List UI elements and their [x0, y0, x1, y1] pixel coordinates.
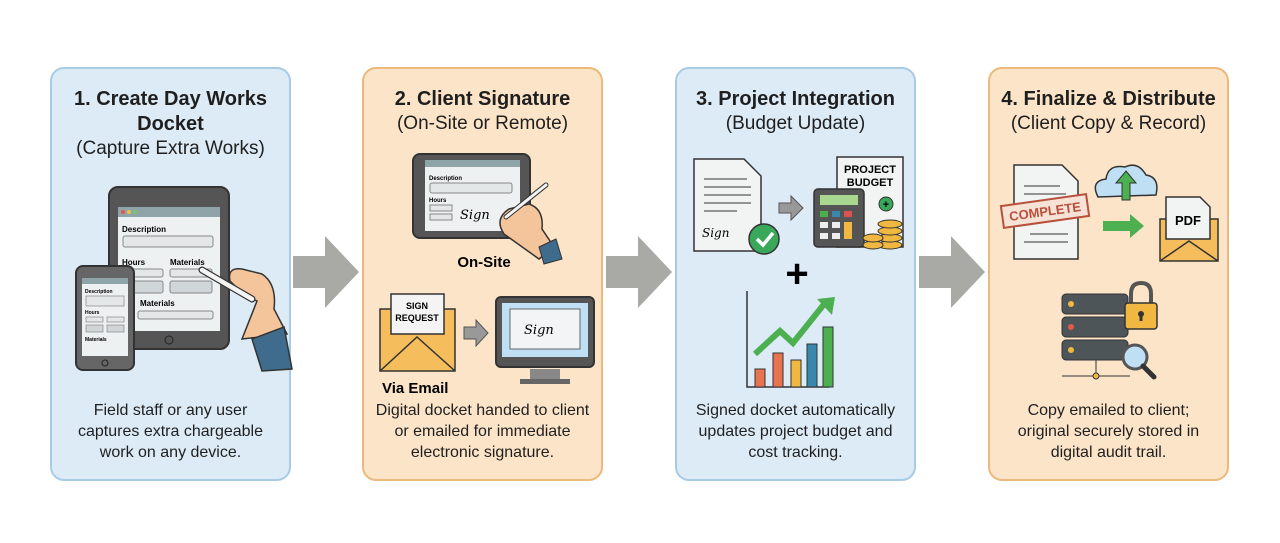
svg-text:Sign: Sign [524, 323, 554, 338]
svg-text:Description: Description [122, 225, 166, 234]
flow-arrow-1 [293, 236, 359, 308]
svg-text:PDF: PDF [1175, 213, 1201, 228]
step-3-card: 3. Project Integration (Budget Update) S… [675, 67, 916, 481]
budget-integration-illustration: Sign PROJECT BUDGET + + [693, 156, 904, 388]
svg-text:Description: Description [85, 289, 113, 295]
svg-text:Materials: Materials [85, 337, 107, 343]
svg-text:SIGN: SIGN [406, 301, 428, 311]
svg-text:REQUEST: REQUEST [395, 313, 439, 323]
signature-illustration: Description Hours Sign On-Site SIGN REQU… [379, 153, 595, 397]
step-4-title: 4. Finalize & Distribute [1001, 88, 1216, 110]
step-3-subtitle: (Budget Update) [725, 113, 866, 134]
step-4-card: 4. Finalize & Distribute (Client Copy & … [988, 67, 1229, 481]
svg-text:Materials: Materials [140, 299, 175, 308]
step-4-subtitle: (Client Copy & Record) [1010, 113, 1207, 134]
svg-text:Materials: Materials [170, 258, 205, 267]
devices-form-illustration: Description Hours Materials Materials De… [75, 186, 293, 372]
svg-text:Hours: Hours [429, 198, 447, 204]
svg-text:Hours: Hours [85, 310, 100, 316]
svg-text:Sign: Sign [460, 208, 490, 223]
svg-text:+: + [785, 252, 808, 296]
svg-text:PROJECT: PROJECT [844, 164, 896, 176]
svg-text:Description: Description [429, 176, 462, 182]
svg-text:On-Site: On-Site [457, 254, 510, 271]
step-4-description: Copy emailed to client;original securely… [1017, 402, 1200, 461]
svg-text:Sign: Sign [702, 226, 729, 240]
step-2-card: 2. Client Signature (On-Site or Remote) … [362, 67, 603, 481]
flow-arrow-3 [919, 236, 985, 308]
flow-arrow-2 [606, 236, 672, 308]
step-2-subtitle: (On-Site or Remote) [396, 113, 569, 134]
step-2-title: 2. Client Signature [394, 88, 571, 110]
distribute-archive-illustration: COMPLETE PDF [999, 164, 1219, 380]
svg-text:BUDGET: BUDGET [847, 177, 894, 189]
step-1-subtitle: (Capture Extra Works) [76, 138, 265, 159]
svg-text:Hours: Hours [122, 258, 146, 267]
svg-text:Via Email: Via Email [382, 380, 448, 397]
step-3-title: 3. Project Integration [696, 88, 895, 110]
svg-text:+: + [883, 199, 889, 211]
